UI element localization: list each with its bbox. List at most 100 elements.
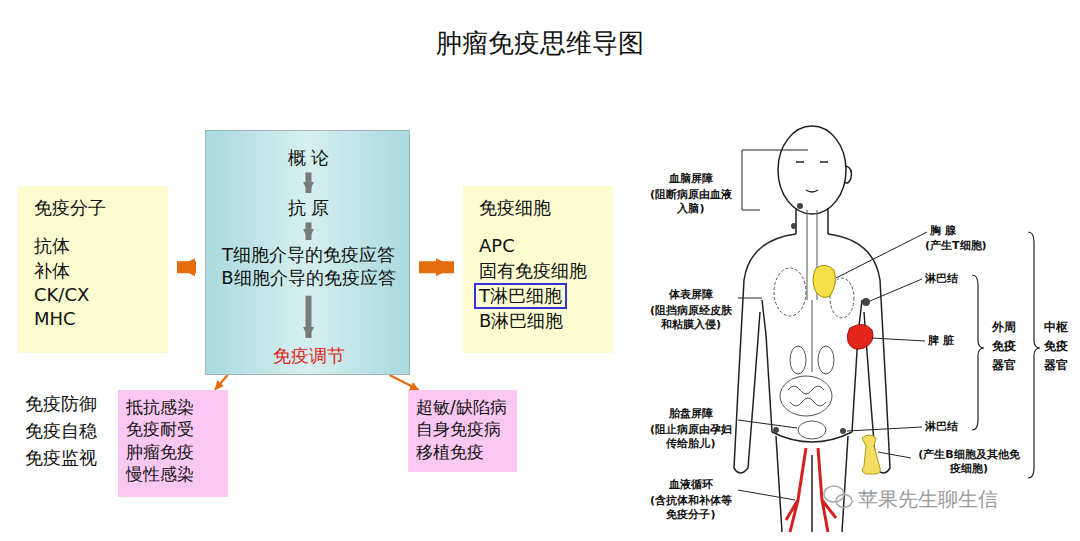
organ-note: (阻断病原由血液入脑): [648, 188, 734, 217]
topic-text: 抗 原: [288, 196, 330, 219]
lymph-node: [797, 203, 803, 209]
internal-organs: [818, 346, 834, 374]
category-heading: 免疫分子: [34, 196, 106, 220]
diagram-title: 肿瘤免疫思维导图: [0, 26, 1080, 61]
body-outline: [762, 300, 772, 432]
watermark-icon: [824, 486, 852, 508]
body-outline: [844, 166, 851, 183]
category-item: 补体: [34, 259, 70, 283]
internal-organs: [812, 300, 813, 372]
function-label: 免疫监视: [25, 446, 97, 469]
internal-organs: [774, 210, 854, 439]
spleen: [847, 324, 873, 349]
organ-note: (产生B细胞及其他免疫细胞): [913, 448, 1025, 477]
lymph-node: [773, 203, 870, 434]
organ-label: 淋巴结: [925, 420, 958, 434]
outcome-item: 免疫耐受: [126, 418, 194, 440]
outcome-item: 移植免疫: [416, 441, 484, 463]
leader-line: [738, 490, 795, 500]
thymus: [813, 265, 835, 297]
bracket: [972, 275, 984, 430]
leader-line: [878, 452, 911, 458]
internal-organs: [798, 421, 826, 439]
organ-label: 体表屏障: [648, 288, 734, 302]
lymph-node: [840, 428, 846, 434]
internal-organs: [780, 376, 832, 416]
organ-note: (阻挡病原经皮肤和粘膜入侵): [648, 304, 734, 333]
body-outline: [828, 234, 890, 473]
outcome-box: 超敏/缺陷病自身免疫病移植免疫: [408, 390, 517, 472]
leader-line: [738, 420, 797, 428]
topic-node: 概 论: [288, 146, 330, 169]
organ-label: 血液循环: [648, 478, 734, 492]
watermark-icon: [824, 486, 844, 502]
organ-label: 脾 脏: [928, 334, 954, 348]
topic-node: 免疫调节: [273, 344, 345, 367]
category-item: CK/CX: [34, 283, 89, 307]
flow-arrow: [305, 296, 311, 338]
group-label: 中枢免疫器官: [1042, 318, 1069, 376]
outcome-box: 抵抗感染免疫耐受肿瘤免疫慢性感染: [118, 390, 228, 497]
category-item: 抗体: [34, 234, 70, 258]
category-item: APC: [479, 234, 515, 258]
organ-note: (产生T细胞): [925, 239, 987, 253]
topic-node: 抗 原: [288, 196, 330, 219]
leader-line: [738, 298, 762, 299]
outcome-item: 慢性感染: [126, 463, 194, 485]
lymph-node: [791, 223, 797, 229]
body-outline: [734, 126, 890, 532]
category-item: MHC: [34, 307, 76, 331]
function-label: 免疫防御: [25, 392, 97, 415]
core-panel: 概 论抗 原T细胞介导的免疫应答B细胞介导的免疫应答免疫调节: [205, 130, 410, 375]
body-outline: [796, 162, 828, 192]
category-item: B淋巴细胞: [479, 309, 563, 333]
body-outline: [772, 432, 852, 442]
organ-label: 淋巴结: [925, 272, 958, 286]
category-box: 免疫分子抗体补体CK/CXMHC: [18, 186, 168, 353]
category-heading: 免疫细胞: [479, 196, 551, 220]
flow-arrow: [305, 222, 311, 240]
bracket: [1028, 232, 1040, 478]
organ-label: 血脑屏障: [648, 172, 734, 186]
function-label: 免疫自稳: [25, 419, 97, 442]
outcome-item: 抵抗感染: [126, 396, 194, 418]
category-item: 固有免疫细胞: [479, 259, 587, 283]
outcome-item: 肿瘤免疫: [126, 441, 194, 463]
leader-line: [742, 150, 808, 210]
organ-note: (含抗体和补体等免疫分子): [648, 494, 734, 523]
organ-label: 胎盘屏障: [648, 407, 734, 421]
leader-line: [872, 338, 925, 341]
body-outline: [796, 208, 828, 234]
body-outline: [734, 234, 796, 473]
group-label: 外周免疫器官: [990, 318, 1017, 376]
topic-text: B细胞介导的免疫应答: [221, 266, 395, 289]
body-outline: [776, 436, 848, 532]
topic-text: 免疫调节: [273, 344, 345, 367]
flow-arrow: [215, 375, 228, 390]
highlight-box: T淋巴细胞: [474, 283, 567, 310]
internal-organs: [788, 386, 826, 406]
body-outline: [778, 126, 846, 214]
lymph-node: [862, 298, 870, 306]
outcome-item: 超敏/缺陷病: [416, 396, 507, 418]
body-outline: [852, 300, 862, 432]
watermark: 苹果先生聊生信: [858, 486, 998, 512]
leader-line: [738, 150, 927, 500]
bracket: [972, 232, 1040, 478]
leader-line: [836, 232, 927, 278]
bone-marrow: [862, 435, 880, 474]
topic-text: 概 论: [288, 146, 330, 169]
topic-text: T细胞介导的免疫应答: [221, 243, 395, 266]
flow-arrow: [419, 261, 454, 273]
internal-organs: [790, 346, 806, 374]
outcome-item: 自身免疫病: [416, 418, 501, 440]
leader-line: [847, 427, 922, 431]
topic-node: T细胞介导的免疫应答B细胞介导的免疫应答: [221, 243, 395, 290]
flow-arrow: [305, 172, 311, 193]
blood-vessels: [786, 448, 836, 532]
organ-note: (阻止病原由孕妇传给胎儿): [648, 423, 734, 452]
core-panel-fill: [205, 130, 410, 375]
internal-organs: [774, 268, 806, 316]
